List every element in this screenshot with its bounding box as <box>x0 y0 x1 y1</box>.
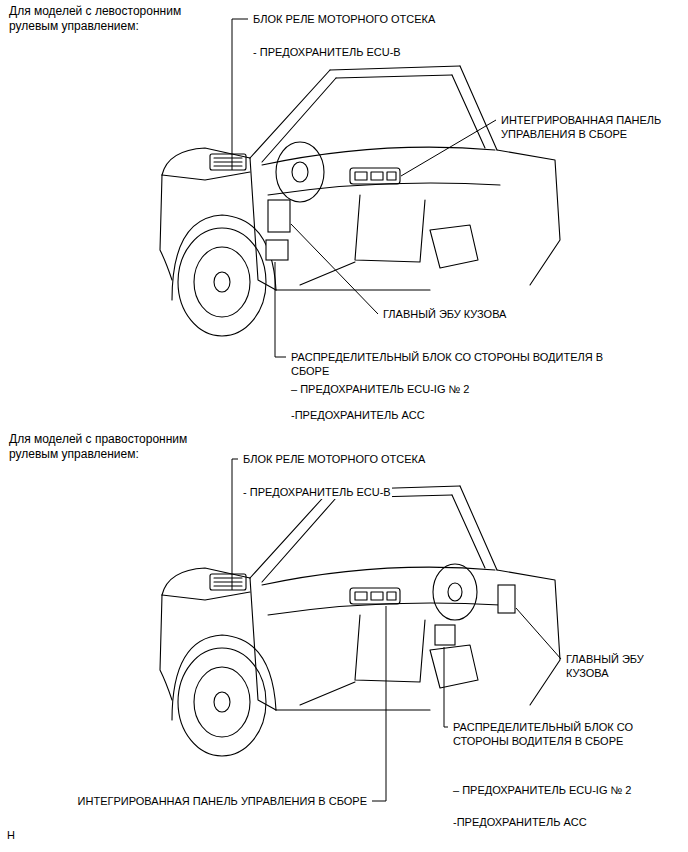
lhd-parts <box>266 142 324 260</box>
part-name: ИНТЕГРИРОВАННАЯ ПАНЕЛЬ УПРАВЛЕНИЯ В СБОР… <box>500 113 684 141</box>
part-name: ГЛАВНЫЙ ЭБУ КУЗОВА <box>565 652 679 680</box>
fuse-name: – ПРЕДОХРАНИТЕЛЬ ECU-IG № 2 <box>452 783 632 797</box>
part-name: БЛОК РЕЛЕ МОТОРНОГО ОТСЕКА <box>252 12 436 26</box>
rhd-parts <box>433 564 515 645</box>
figure-code: H <box>6 828 16 842</box>
fuse-name: - ПРЕДОХРАНИТЕЛЬ ECU-B <box>252 45 402 59</box>
car-rhd <box>160 486 560 756</box>
fuse-name: -ПРЕДОХРАНИТЕЛЬ ACC <box>290 408 426 422</box>
part-name: ГЛАВНЫЙ ЭБУ КУЗОВА <box>382 307 507 321</box>
fuse-name: -ПРЕДОХРАНИТЕЛЬ ACC <box>452 815 588 829</box>
variant-heading: Для моделей с правосторонним рулевым упр… <box>8 432 220 462</box>
fuse-name: – ПРЕДОХРАНИТЕЛЬ ECU-IG № 2 <box>290 382 470 396</box>
car-lhd <box>160 66 560 336</box>
part-name: ИНТЕГРИРОВАННАЯ ПАНЕЛЬ УПРАВЛЕНИЯ В СБОР… <box>77 794 368 808</box>
fuse-name: - ПРЕДОХРАНИТЕЛЬ ECU-B <box>242 485 392 499</box>
part-name: БЛОК РЕЛЕ МОТОРНОГО ОТСЕКА <box>242 452 426 466</box>
part-name: РАСПРЕДЕЛИТЕЛЬНЫЙ БЛОК СО СТОРОНЫ ВОДИТЕ… <box>452 720 676 748</box>
variant-heading: Для моделей с левосторонним рулевым упра… <box>8 4 220 34</box>
part-name: РАСПРЕДЕЛИТЕЛЬНЫЙ БЛОК СО СТОРОНЫ ВОДИТЕ… <box>290 350 632 378</box>
